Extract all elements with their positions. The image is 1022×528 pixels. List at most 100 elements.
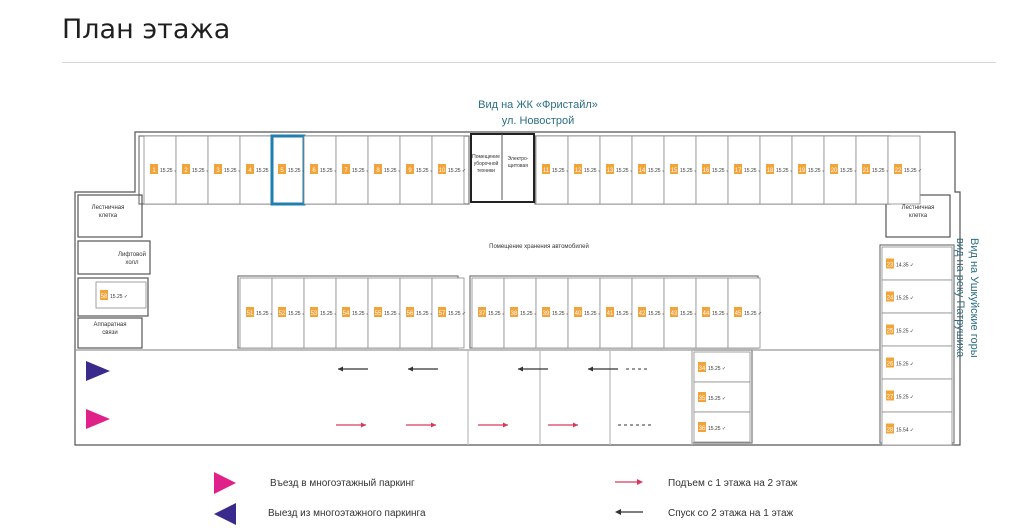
spot-number: 15	[671, 168, 678, 174]
spot-area: 15.25 ✓	[708, 396, 726, 402]
spot-number: 16	[703, 168, 710, 174]
spot-number-badge	[698, 422, 706, 432]
spot-number-badge	[698, 362, 706, 372]
spot-number-badge	[542, 164, 550, 174]
spot-number-badge	[766, 164, 774, 174]
spot-outline	[567, 135, 601, 205]
spot-area: 15.25 ✓	[808, 168, 826, 174]
spot-area: 15.25 ✓	[744, 168, 762, 174]
down-flow-arrow-head	[518, 366, 523, 372]
spot-area: 15.25 ✓	[648, 311, 666, 317]
spot-outline	[695, 135, 729, 205]
up-flow-arrow-head	[503, 422, 508, 428]
spot-outline	[367, 277, 401, 349]
legend-exit-icon	[214, 503, 236, 525]
spot-outline	[239, 277, 273, 349]
spot-number-badge	[182, 164, 190, 174]
spot-area: 15.25 ✓	[320, 311, 338, 317]
spot-outline	[503, 277, 537, 349]
spot-number-badge	[886, 390, 894, 401]
lift-hall-label-line: холл	[125, 260, 139, 266]
spot-number-badge	[830, 164, 838, 174]
spot-area: 15.25 ✓	[488, 311, 506, 317]
spot-area: 15.25 ✓	[416, 311, 434, 317]
spot-number-badge	[100, 290, 108, 300]
spot-outline	[399, 277, 433, 349]
spot-area: 15.25 ✓	[616, 311, 634, 317]
spot-number-badge	[638, 164, 646, 174]
spot-number-badge	[150, 164, 158, 174]
spot-number-badge	[310, 164, 318, 174]
spot-number-badge	[374, 307, 382, 317]
spot-number: 56	[407, 311, 414, 317]
spot-number: 20	[831, 168, 838, 174]
spot-number: 36	[699, 426, 706, 432]
spot-outline	[535, 277, 569, 349]
spot-area: 15.25 ✓	[776, 168, 794, 174]
spot-outline	[599, 135, 633, 205]
legend-up-head	[637, 479, 643, 485]
spot-area: 15.25 ✓	[520, 311, 538, 317]
down-flow-arrow-head	[588, 366, 593, 372]
spot-outline	[693, 411, 751, 443]
spot-number: 28	[887, 428, 894, 434]
stair-left-label-line: клетка	[99, 213, 118, 219]
spot-number-badge	[406, 307, 414, 317]
spot-number: 25	[887, 329, 894, 335]
spot-number-badge	[670, 307, 678, 317]
spot-number-badge	[342, 164, 350, 174]
spot-area: 15.25 ✓	[680, 311, 698, 317]
legend-entry-icon	[214, 472, 236, 494]
